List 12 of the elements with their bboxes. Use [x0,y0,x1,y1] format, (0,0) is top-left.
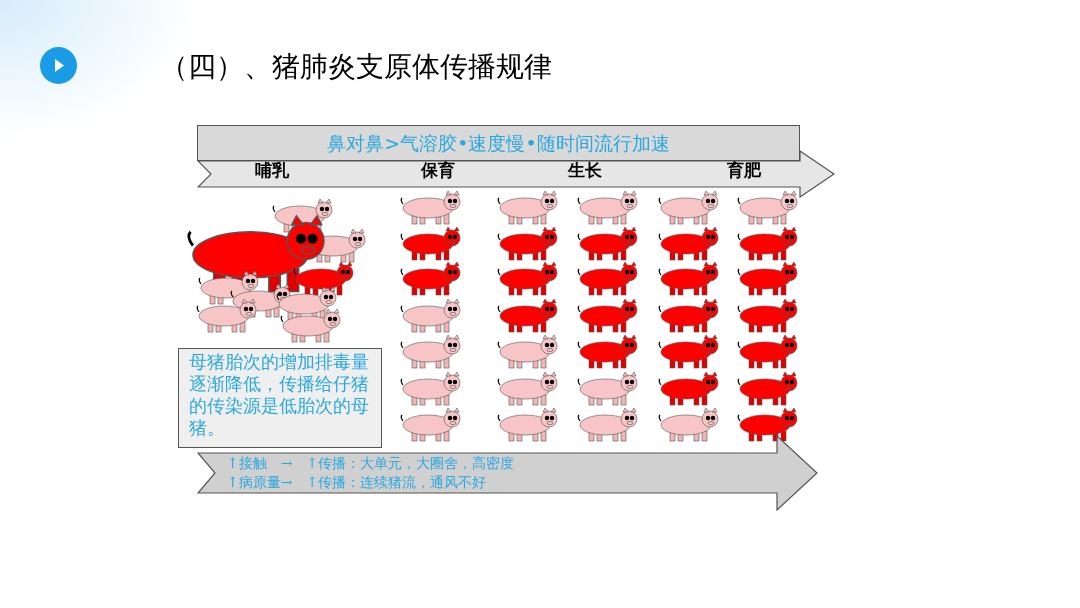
note-box [178,348,382,448]
arrow-text: ↑接触 → ↑传播：大单元，大圈舍，高密度 [227,454,515,473]
stage-label: 保育 [421,162,455,179]
arrow-text: ↑病原量→ ↑传播：连续猪流，通风不好 [227,473,488,492]
banner-box [197,125,800,161]
stage-label: 生长 [568,162,602,179]
note-text: 母猪胎次的增加排毒量逐渐降低，传播给仔猪的传染源是低胎次的母猪。 [189,351,370,439]
slide-title: （四）、猪肺炎支原体传播规律 [160,49,552,85]
transmission-arrow [197,435,819,511]
stage-label: 哺乳 [255,162,289,179]
banner-text: 鼻对鼻>气溶胶•速度慢•随时间流行加速 [327,130,670,156]
stage-label: 育肥 [727,162,761,179]
